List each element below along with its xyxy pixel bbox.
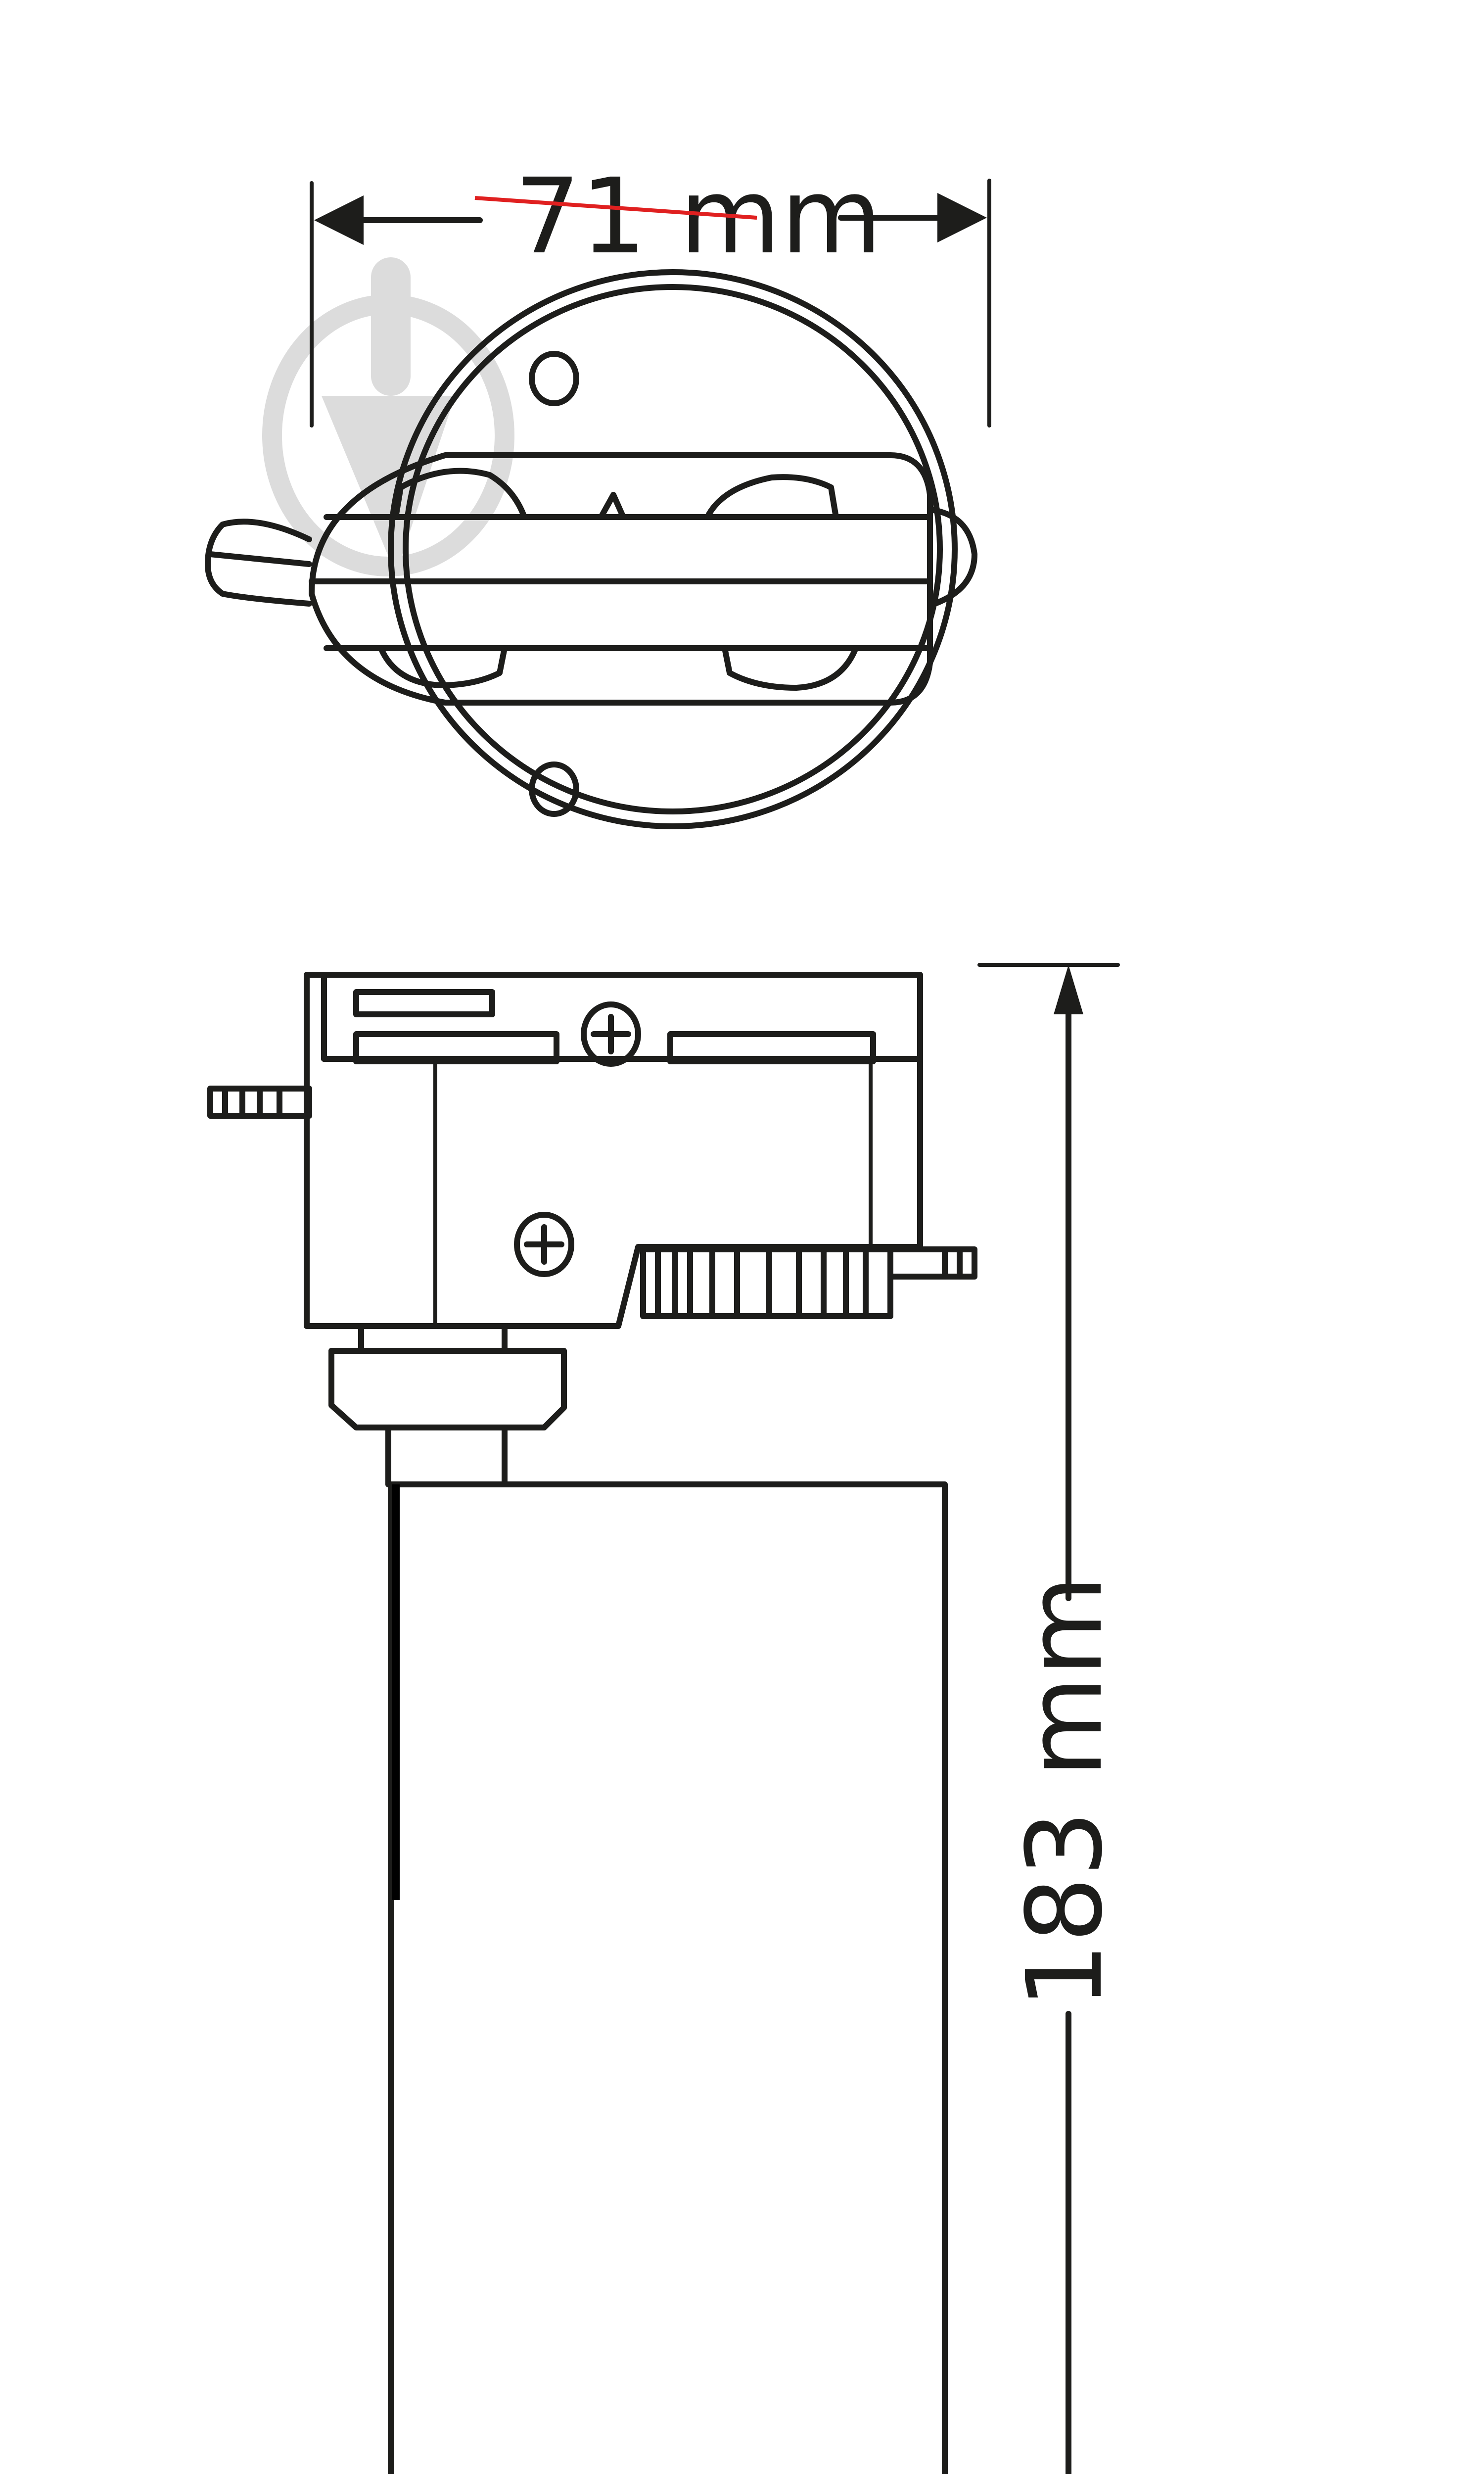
- top-view: [205, 269, 977, 829]
- dimension-height: 183 mm: [977, 963, 1125, 2474]
- side-view-adapter: [207, 972, 977, 1487]
- watermark-icon-top: [262, 257, 514, 576]
- side-view-body: [388, 1481, 948, 2474]
- height-label: 183 mm: [1004, 1575, 1125, 2009]
- width-top-label: 71 mm: [514, 156, 882, 277]
- dimension-width-top: 71 mm: [310, 156, 991, 428]
